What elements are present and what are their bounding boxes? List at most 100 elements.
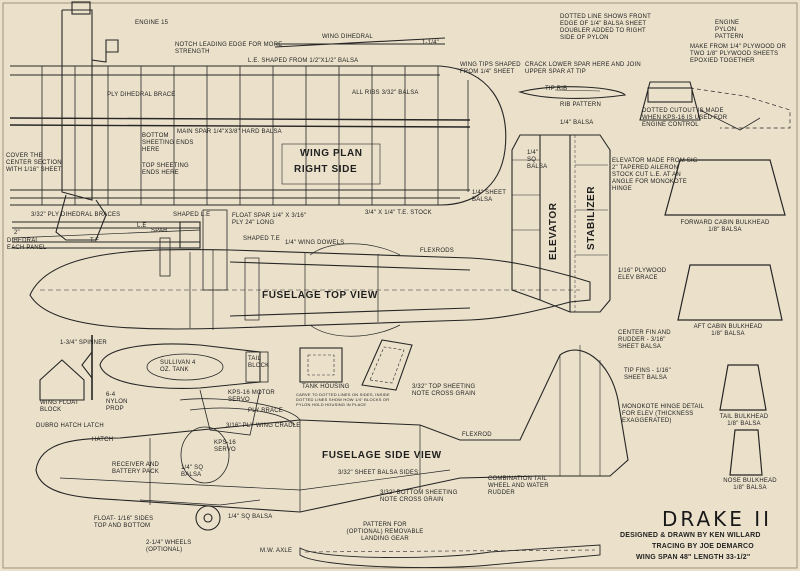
ply-brace-side-label: PLY BRACE [248,408,283,414]
wheel [195,505,221,531]
top-sheet-note: 3/32" TOP SHEETING NOTE CROSS GRAIN [412,384,476,397]
fuselage-top-view [29,243,591,337]
wing-span: WING SPAN 48" LENGTH 33-1/2" [636,554,751,561]
bulkheads [664,159,786,476]
wing-right-side: RIGHT SIDE [294,164,358,175]
tip-fins-label: TIP FINS - 1/16" SHEET BALSA [624,368,671,381]
engine-label: ENGINE 15 [135,20,169,26]
dihedral-size: 1-1/4" [422,40,440,46]
kps-servo-label: KPS-16 SERVO [214,440,236,453]
dihedral-label: WING DIHEDRAL [322,34,373,40]
mw-axle-label: M.W. AXLE [260,548,293,554]
wing-ribs [41,66,469,205]
float [139,499,261,506]
elevator-note: ELEVATOR MADE FROM SIG 2" TAPERED AILERO… [612,158,698,192]
wing-float-block [39,359,85,401]
kps-servo [180,426,230,484]
hinge-label: MONOKOTE HINGE DETAIL FOR ELEV (THICKNES… [622,404,704,424]
hatch-latch-label: DUBRO HATCH LATCH [36,423,104,429]
cover-label: COVER THE CENTER SECTION WITH 1/16" SHEE… [6,153,62,173]
tank-housing-label: TANK HOUSING [302,384,350,390]
crack-label: CRACK LOWER SPAR HERE AND JOIN UPPER SPA… [525,62,641,75]
shaped-te-label: SHAPED T.E [243,236,280,242]
sullivan-label: SULLIVAN 4 OZ. TANK [160,360,196,373]
engine-pod [99,343,261,389]
sullivan-tank [146,353,224,381]
pylon-dotted-label: DOTTED LINE SHOWS FRONT EDGE OF 1/4" BAL… [560,14,651,41]
bottom-sheet-label: BOTTOM SHEETING ENDS HERE [142,133,194,153]
rib-pattern-label: RIB PATTERN [560,102,601,108]
pylon-cutout-label: DOTTED CUTOUT IS MADE WHEN KPS-16 IS USE… [642,108,728,128]
forward-bulkhead-label: FORWARD CABIN BULKHEAD 1/8" BALSA [680,220,770,233]
landing-gear-pattern [299,544,601,568]
fuselage-top-title: FUSELAGE TOP VIEW [262,290,378,301]
prop-label: 6-4 NYLON PROP [106,392,128,412]
fuselage-side-view [35,335,629,531]
tips-label: WING TIPS SHAPED FROM 1/4" SHEET [460,62,521,75]
aft-bulkhead-label: AFT CABIN BULKHEAD 1/8" BALSA [693,324,763,337]
rib-pattern [517,86,626,99]
wheels-label: 2-1/4" WHEELS (OPTIONAL) [146,540,192,553]
center-le-label: L.E [137,223,147,229]
stabilizer [511,134,611,313]
notch-label: NOTCH LEADING EDGE FOR MORE STRENGTH [175,42,283,55]
shaped-le-label: SHAPED L.E [173,212,211,218]
cradle-label: 3/16" PLY WING CRADLE [226,423,301,429]
tail-bulkhead-label: TAIL BULKHEAD 1/8" BALSA [719,414,769,427]
gear-pattern-label: PATTERN FOR (OPTIONAL) REMOVABLE LANDING… [346,522,424,542]
center-section [11,209,228,291]
tip-rib-label: TIP RIB [545,86,568,92]
nose-bulkhead-label: NOSE BULKHEAD 1/8" BALSA [723,478,777,491]
fuselage-top-outline [29,248,591,330]
top-sheet-label: TOP SHEETING ENDS HERE [142,163,189,176]
tail-sq-balsa-label: 1/4" SQ BALSA [527,150,548,170]
sides-label: 3/32" SHEET BALSA SIDES [338,470,419,476]
tracing-by: TRACING BY JOE DEMARCO [652,543,754,550]
motor-servo-label: KPS-16 MOTOR SERVO [228,390,275,403]
dowels-label: 1/4" WING DOWELS [285,240,345,246]
tail-sheet-label: 1/4" SHEET BALSA [472,190,507,203]
tail-balsa-label: 1/4" BALSA [560,120,594,126]
pylon-pattern [639,81,791,131]
elevator-label: ELEVATOR [548,202,559,260]
ribs-label: ALL RIBS 3/32" BALSA [352,90,419,96]
stabilizer-label: STABILIZER [586,185,597,250]
ply-elev-label: 1/16" PLYWOOD ELEV BRACE [618,268,667,281]
main-spar-label: MAIN SPAR 1/4"x3/8" HARD BALSA [177,129,282,135]
hatch-label: HATCH [92,437,114,443]
aft-bulkhead [677,264,783,321]
center-fin-label: CENTER FIN AND RUDDER - 3/16" SHEET BALS… [618,330,671,350]
center-spar-label: SPAR [151,228,168,234]
float-spar-label: FLOAT SPAR 1/4" x 3/16" PLY 24" LONG [232,213,307,226]
te-stock-label: 3/4" x 1/4" T.E. STOCK [365,210,432,216]
float-spar [159,237,171,277]
te-label: T.E [90,238,100,244]
float-label: FLOAT- 1/16" SIDES TOP AND BOTTOM [94,516,154,529]
flexrod-label: FLEXROD [462,432,492,438]
tail-block-label: TAIL BLOCK [248,356,270,369]
flexrods-label: FLEXRODS [420,248,454,254]
tank-note-label: CARVE TO DOTTED LINES ON SIDES, INSIDE D… [296,392,390,407]
tank-housing [299,339,413,391]
le-label: L.E. SHAPED FROM 1/2"x1/2" BALSA [248,58,359,64]
forward-bulkhead [664,159,786,216]
ply-brace-label: PLY DIHEDRAL BRACE [107,92,176,98]
wing-float-label: WING FLOAT BLOCK [40,400,79,413]
spinner-label: 1-3/4" SPINNER [60,340,107,346]
sq-balsa-label-2: 1/4" SQ BALSA [228,514,273,520]
combo-label: COMBINATION TAIL WHEEL AND WATER RUDDER [488,476,549,496]
ply-braces-label: 3/32" PLY DIHEDRAL BRACES [31,212,121,218]
bottom-sheet-note: 3/32" BOTTOM SHEETING NOTE CROSS GRAIN [380,490,458,503]
wing-plan [9,1,507,241]
fuselage-side-title: FUSELAGE SIDE VIEW [322,450,442,461]
plan-title: DRAKE II [662,507,773,531]
engine-pylon [61,9,119,201]
wing-plan-label-box [281,143,381,185]
stabilizer-outline [511,134,611,313]
nose-bulkhead [729,429,763,476]
dihedral-each-label: DIHEDRAL EACH PANEL [7,238,47,251]
fuselage-side-outline [35,349,629,513]
